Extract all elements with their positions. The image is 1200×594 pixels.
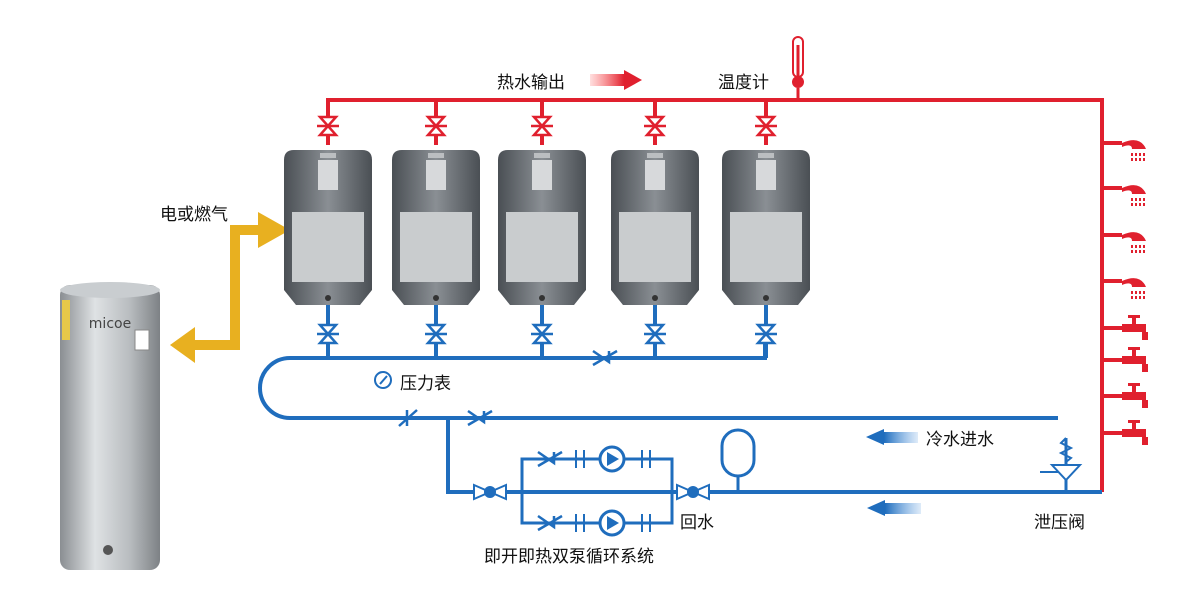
inline-valve-icon: [398, 409, 418, 427]
pressure-gauge-label: 压力表: [400, 374, 451, 394]
faucet-icon: [1122, 347, 1148, 372]
pipe-union-icon: [575, 450, 585, 468]
power-source-label: 电或燃气: [160, 205, 228, 225]
outlet-group: [1122, 140, 1148, 445]
shower-head-icon: [1122, 140, 1146, 161]
cold-flow-arrow-icon: [866, 429, 918, 445]
cold-valve-icon: [425, 323, 447, 345]
hot-output-label: 热水输出: [497, 73, 565, 93]
check-valve-icon: [467, 409, 493, 427]
cold-valve-icon: [644, 323, 666, 345]
relief-valve-label: 泄压阀: [1034, 513, 1085, 533]
pressure-relief-valve-icon: [1040, 437, 1083, 492]
hot-valve-icon: [755, 115, 777, 137]
hot-valve-icon: [531, 115, 553, 137]
circulation-pump-icon: [598, 445, 626, 473]
pump-system-label: 即开即热双泵循环系统: [484, 547, 654, 567]
heater-group: [284, 150, 810, 305]
arrow-to-heater-icon: [258, 212, 290, 248]
water-heater-unit: [498, 150, 586, 305]
thermometer-icon: [792, 36, 804, 100]
expansion-tank-icon: [720, 428, 756, 492]
hot-flow-arrow-icon: [590, 70, 642, 90]
faucet-icon: [1122, 383, 1148, 408]
cold-valve-icon: [755, 323, 777, 345]
water-heater-unit: [611, 150, 699, 305]
shower-head-icon: [1122, 232, 1146, 253]
power-arrow: [170, 212, 290, 363]
faucet-icon: [1122, 315, 1148, 340]
tank-sticker: [134, 329, 150, 351]
circulation-pump-icon: [598, 509, 626, 537]
ball-valve-icon: [676, 483, 710, 501]
hot-valve-icon: [644, 115, 666, 137]
hot-valve-icon: [425, 115, 447, 137]
thermometer-label: 温度计: [718, 73, 769, 93]
pipe-fittings: [317, 115, 777, 537]
return-flow-arrow-icon: [867, 500, 921, 516]
cold-inlet-label: 冷水进水: [926, 430, 994, 450]
tank-brand: micoe: [89, 316, 131, 332]
hot-valve-icon: [317, 115, 339, 137]
tank-label-strip: [62, 300, 70, 340]
tank-drain: [103, 545, 113, 555]
pipe-union-icon: [641, 450, 651, 468]
check-valve-icon: [592, 349, 618, 367]
shower-head-icon: [1122, 278, 1146, 299]
water-heater-unit: [722, 150, 810, 305]
pump-check-valve-icon: [537, 514, 563, 532]
water-heater-unit: [284, 150, 372, 305]
storage-tank: micoe: [60, 282, 160, 570]
faucet-icon: [1122, 420, 1148, 445]
pressure-gauge-icon: [374, 371, 392, 389]
pipe-union-icon: [641, 514, 651, 532]
shower-head-icon: [1122, 185, 1146, 206]
return-water-label: 回水: [680, 513, 714, 533]
cold-valve-icon: [531, 323, 553, 345]
pump-check-valve-icon: [537, 450, 563, 468]
arrow-to-tank-icon: [170, 327, 195, 363]
cold-valve-icon: [317, 323, 339, 345]
pipe-union-icon: [575, 514, 585, 532]
ball-valve-icon: [473, 483, 507, 501]
water-heater-unit: [392, 150, 480, 305]
